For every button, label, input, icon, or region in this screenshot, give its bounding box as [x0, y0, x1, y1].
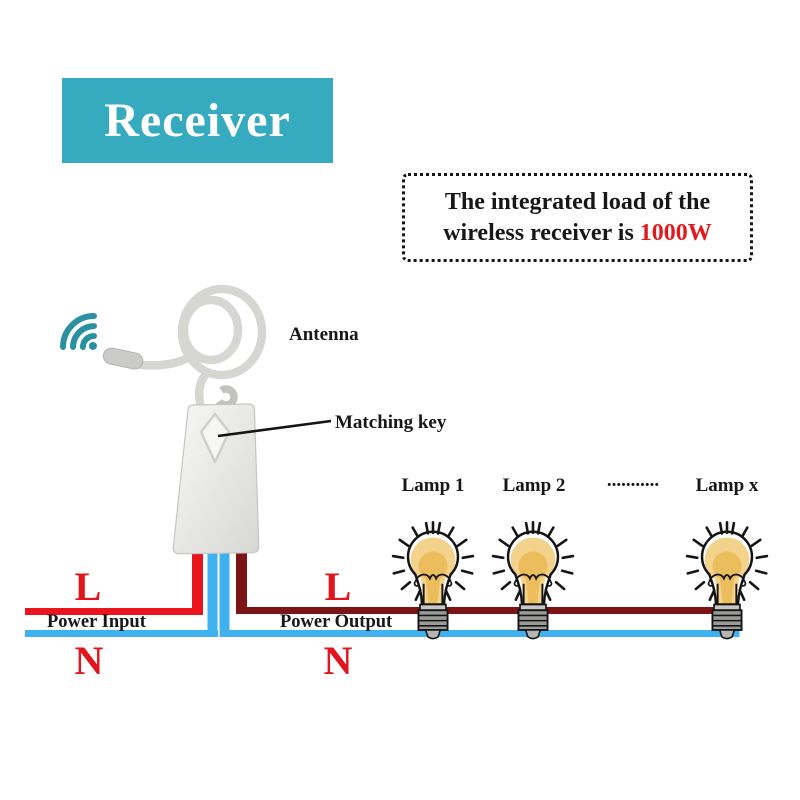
live-input-wire-vertical — [192, 545, 203, 615]
lamp-x-label: Lamp x — [695, 475, 759, 496]
load-note-box: The integrated load of the wireless rece… — [402, 173, 753, 262]
neutral-output-wire-horizontal — [219, 630, 740, 637]
matching-key-label: Matching key — [335, 412, 447, 433]
receiver-banner: Receiver — [62, 78, 333, 163]
antenna-cable — [115, 284, 267, 412]
receiver-device — [172, 385, 260, 555]
neutral-input-wire-vertical — [207, 545, 218, 637]
lamp-bulb-2 — [491, 521, 575, 640]
hanging-clip — [214, 385, 238, 409]
load-note-line1: The integrated load of the — [444, 188, 711, 215]
load-value: 1000W — [639, 219, 712, 246]
live-input-letter: L — [74, 564, 102, 609]
live-input-wire-horizontal — [25, 608, 203, 615]
live-output-wire-vertical — [236, 545, 247, 614]
lamp-2-label: Lamp 2 — [502, 475, 566, 496]
live-output-wire-horizontal — [236, 607, 740, 614]
lamp-bulb-1 — [391, 521, 475, 640]
lamp-1-label: Lamp 1 — [401, 475, 465, 496]
neutral-input-letter: N — [74, 638, 104, 683]
receiver-body — [172, 403, 260, 555]
antenna-tip — [102, 347, 144, 370]
wifi-signal-icon — [60, 313, 97, 350]
matching-key-pointer-line — [217, 419, 332, 438]
neutral-input-wire-horizontal — [25, 630, 218, 637]
wires — [25, 545, 740, 637]
lamp-ellipsis: ........... — [606, 470, 660, 491]
load-note-line2: wireless receiver is 1000W — [443, 218, 712, 249]
power-output-label: Power Output — [280, 612, 393, 632]
lamp-bulb-x — [685, 521, 769, 640]
live-output-letter: L — [324, 564, 352, 609]
matching-key-button — [199, 412, 231, 464]
antenna-label: Antenna — [289, 324, 359, 345]
neutral-output-letter: N — [323, 638, 353, 683]
power-input-label: Power Input — [47, 612, 146, 632]
neutral-output-wire-vertical — [219, 545, 230, 637]
load-note-line2-text: wireless receiver is — [443, 219, 640, 246]
